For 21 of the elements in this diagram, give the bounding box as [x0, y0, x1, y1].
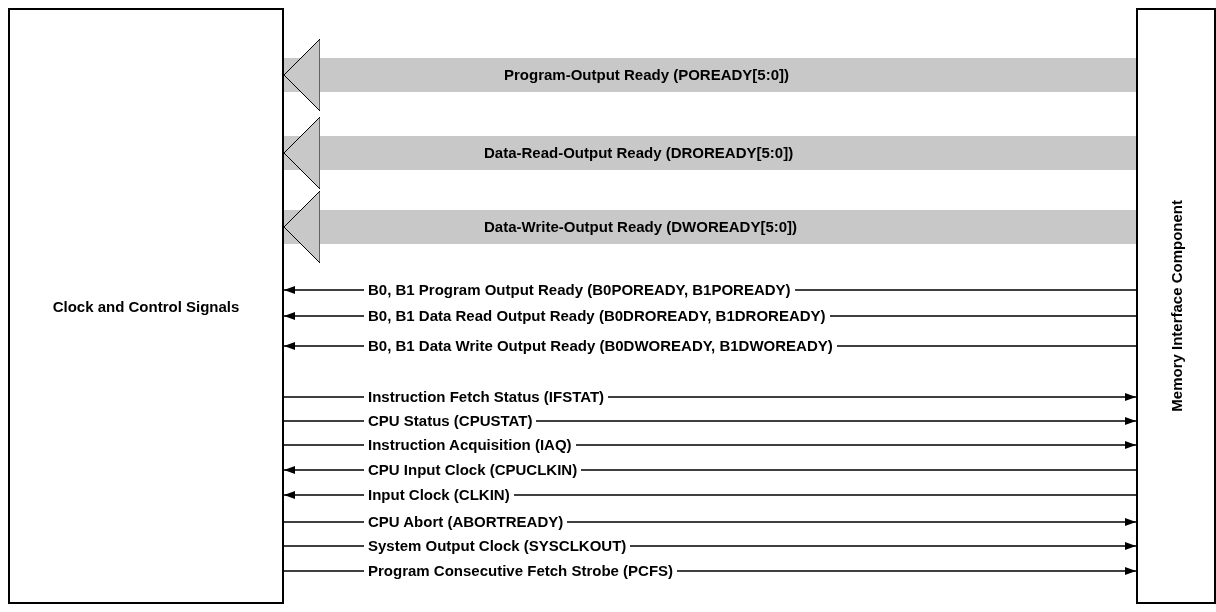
- edge-label: Input Clock (CLKIN): [364, 486, 514, 503]
- block-box: [1136, 8, 1216, 604]
- block-box: [8, 8, 284, 604]
- edge-label: CPU Abort (ABORTREADY): [364, 513, 568, 530]
- edge-label: Program Consecutive Fetch Strobe (PCFS): [364, 562, 678, 579]
- block-title: Clock and Control Signals: [52, 297, 240, 315]
- edge-label: Data-Write-Output Ready (DWOREADY[5:0]): [483, 218, 799, 235]
- edge-label: Instruction Acquisition (IAQ): [364, 436, 576, 453]
- block-title: Memory Interface Component: [1167, 200, 1185, 412]
- edge-label: CPU Status (CPUSTAT): [364, 412, 537, 429]
- edge-label: B0, B1 Data Read Output Ready (B0DROREADY, B1DROREADY): [364, 307, 830, 324]
- edge-label: Program-Output Ready (POREADY[5:0]): [503, 66, 791, 83]
- edge-label: B0, B1 Data Write Output Ready (B0DWOREADY, B1DWOREADY): [364, 337, 837, 354]
- edge-label: Data-Read-Output Ready (DROREADY[5:0]): [483, 144, 795, 161]
- edge-label: CPU Input Clock (CPUCLKIN): [364, 461, 582, 478]
- edge-label: B0, B1 Program Output Ready (B0POREADY, B1POREADY): [364, 281, 795, 298]
- bus-arrow: [283, 38, 1136, 112]
- edge-label: System Output Clock (SYSCLKOUT): [364, 537, 631, 554]
- edge-label: Instruction Fetch Status (IFSTAT): [364, 388, 609, 405]
- bus-arrow: [283, 190, 1136, 264]
- bus-arrow: [283, 116, 1136, 190]
